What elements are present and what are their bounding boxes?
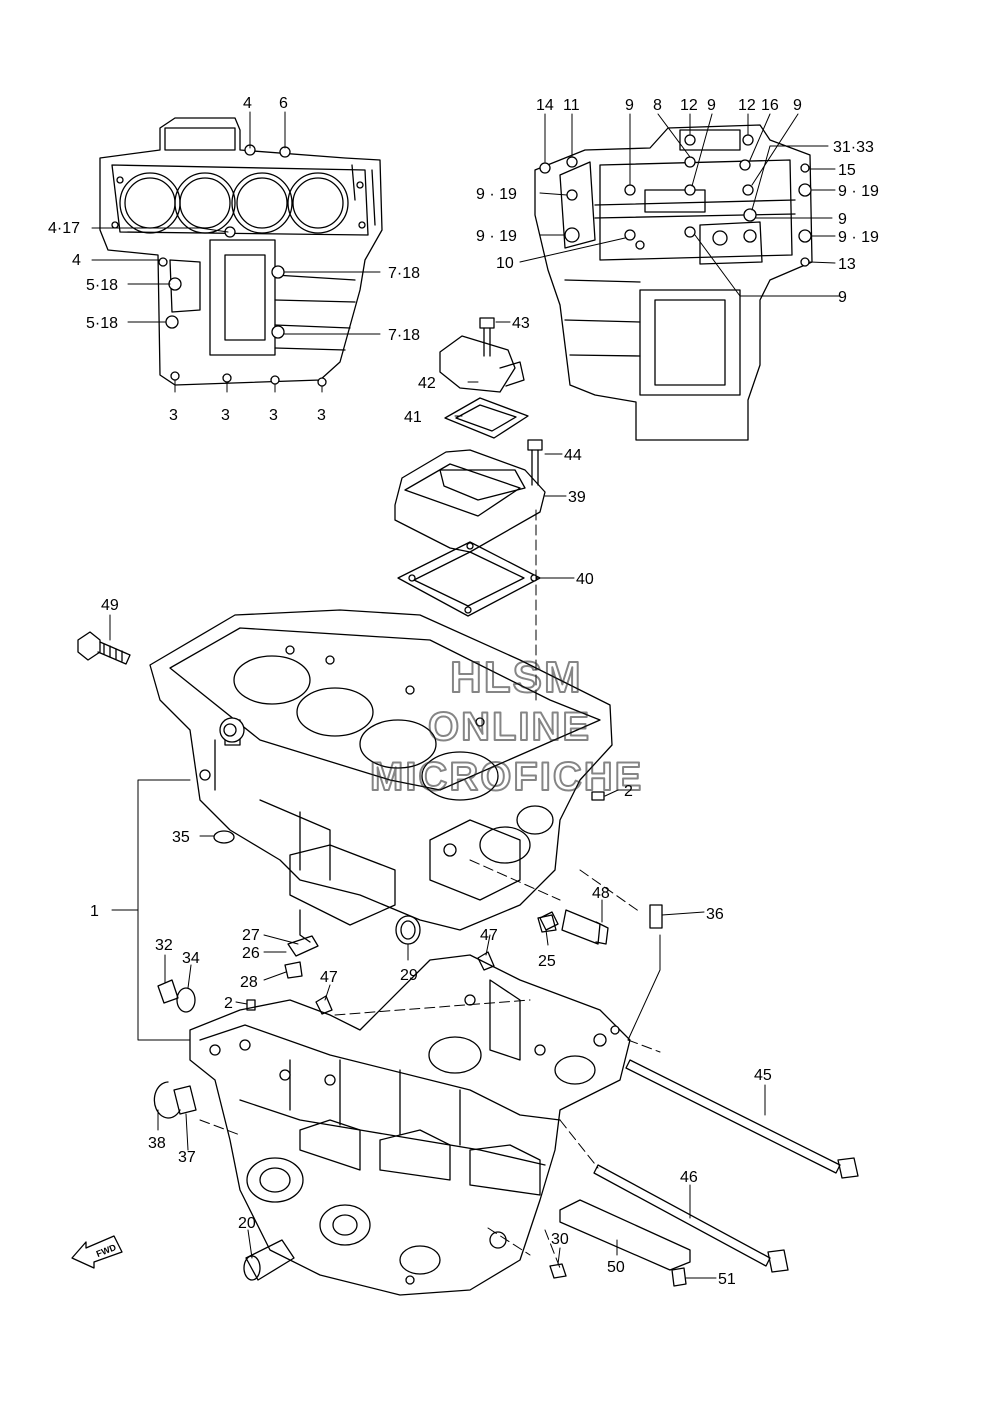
callout-label: 5·18 bbox=[86, 315, 118, 332]
callout-label: 27 bbox=[242, 927, 260, 944]
callout-label: 43 bbox=[512, 315, 530, 332]
callout-label: 12 bbox=[680, 97, 698, 114]
callout-label: 41 bbox=[404, 409, 422, 426]
callout-labels-lower: 2 35 1 48 36 27 26 32 34 28 47 25 29 47 … bbox=[90, 783, 772, 1288]
callout-label: 46 bbox=[680, 1169, 698, 1186]
callout-labels-top-left: 4 6 4·17 4 5·18 5·18 7·18 7·18 3 3 3 3 bbox=[48, 95, 420, 424]
lower-crankcase-iso bbox=[189, 954, 631, 1296]
callout-label: 1 bbox=[90, 903, 99, 920]
callout-label: 37 bbox=[178, 1149, 196, 1166]
callout-label: 3 bbox=[221, 407, 230, 424]
callout-label: 9 bbox=[838, 211, 847, 228]
callout-label: 3 bbox=[269, 407, 278, 424]
callout-label: 42 bbox=[418, 375, 436, 392]
callout-label: 50 bbox=[607, 1259, 625, 1276]
callout-label: 12 bbox=[738, 97, 756, 114]
callout-label: 29 bbox=[400, 967, 418, 984]
callout-label: 26 bbox=[242, 945, 260, 962]
callout-label: 7·18 bbox=[388, 327, 420, 344]
upper-crankcase-top-view bbox=[99, 117, 383, 387]
watermark-line-1: HLSM bbox=[450, 653, 583, 702]
watermark-line-3: MICROFICHE bbox=[370, 755, 643, 799]
callout-label: 4 bbox=[72, 252, 81, 269]
callout-label: 40 bbox=[576, 571, 594, 588]
callout-label: 45 bbox=[754, 1067, 772, 1084]
callout-label: 13 bbox=[838, 256, 856, 273]
fwd-arrow-icon: FWD bbox=[71, 1235, 123, 1269]
callout-label: 34 bbox=[182, 950, 200, 967]
top-right-leaders bbox=[519, 113, 841, 297]
callout-label: 36 bbox=[706, 906, 724, 923]
watermark-line-2: ONLINE bbox=[428, 705, 591, 749]
callout-label: 38 bbox=[148, 1135, 166, 1152]
callout-label: 3 bbox=[169, 407, 178, 424]
callout-label: 11 bbox=[563, 97, 580, 114]
callout-label: 2 bbox=[224, 995, 233, 1012]
callout-label: 16 bbox=[761, 97, 779, 114]
callout-label: 9 bbox=[838, 289, 847, 306]
callout-label: 39 bbox=[568, 489, 586, 506]
watermark: HLSM ONLINE MICROFICHE bbox=[369, 652, 643, 800]
lower-crankcase-bottom-view bbox=[534, 124, 813, 441]
callout-label: 44 bbox=[564, 447, 582, 464]
callout-label: 6 bbox=[279, 95, 288, 112]
callout-label: 9 · 19 bbox=[476, 228, 517, 245]
callout-labels-mid: 43 42 41 44 39 40 49 bbox=[101, 315, 594, 614]
callout-label: 3 bbox=[317, 407, 326, 424]
alignment-lines bbox=[199, 859, 661, 1269]
callout-label: 35 bbox=[172, 829, 190, 846]
callout-label: 51 bbox=[718, 1271, 736, 1288]
callout-label: 9 bbox=[625, 97, 634, 114]
top-left-leaders bbox=[91, 111, 381, 393]
callout-label: 20 bbox=[238, 1215, 256, 1232]
callout-labels-top-right: 14 11 9 8 12 9 12 16 9 31·33 15 9 · 19 9… bbox=[476, 97, 879, 306]
callout-label: 49 bbox=[101, 597, 119, 614]
upper-crankcase-iso bbox=[149, 609, 613, 943]
callout-label: 15 bbox=[838, 162, 856, 179]
callout-label: 2 bbox=[624, 783, 633, 800]
callout-label: 30 bbox=[551, 1231, 569, 1248]
callout-label: 7·18 bbox=[388, 265, 420, 282]
callout-label: 28 bbox=[240, 974, 258, 991]
lower-leaders bbox=[109, 614, 766, 1279]
callout-label: 4 bbox=[243, 95, 252, 112]
callout-label: 48 bbox=[592, 885, 610, 902]
callout-label: 4·17 bbox=[48, 220, 80, 237]
callout-label: 8 bbox=[653, 97, 662, 114]
callout-label: 31·33 bbox=[833, 139, 874, 156]
callout-label: 9 · 19 bbox=[838, 229, 879, 246]
breather-assembly bbox=[394, 317, 546, 617]
callout-label: 14 bbox=[536, 97, 554, 114]
callout-label: 47 bbox=[320, 969, 338, 986]
callout-label: 9 · 19 bbox=[838, 183, 879, 200]
callout-label: 47 bbox=[480, 927, 498, 944]
callout-label: 32 bbox=[155, 937, 173, 954]
callout-label: 5·18 bbox=[86, 277, 118, 294]
callout-label: 9 · 19 bbox=[476, 186, 517, 203]
mid-leaders bbox=[454, 321, 575, 701]
callout-label: 9 bbox=[707, 97, 716, 114]
callout-label: 25 bbox=[538, 953, 556, 970]
callout-label: 10 bbox=[496, 255, 514, 272]
callout-label: 9 bbox=[793, 97, 802, 114]
